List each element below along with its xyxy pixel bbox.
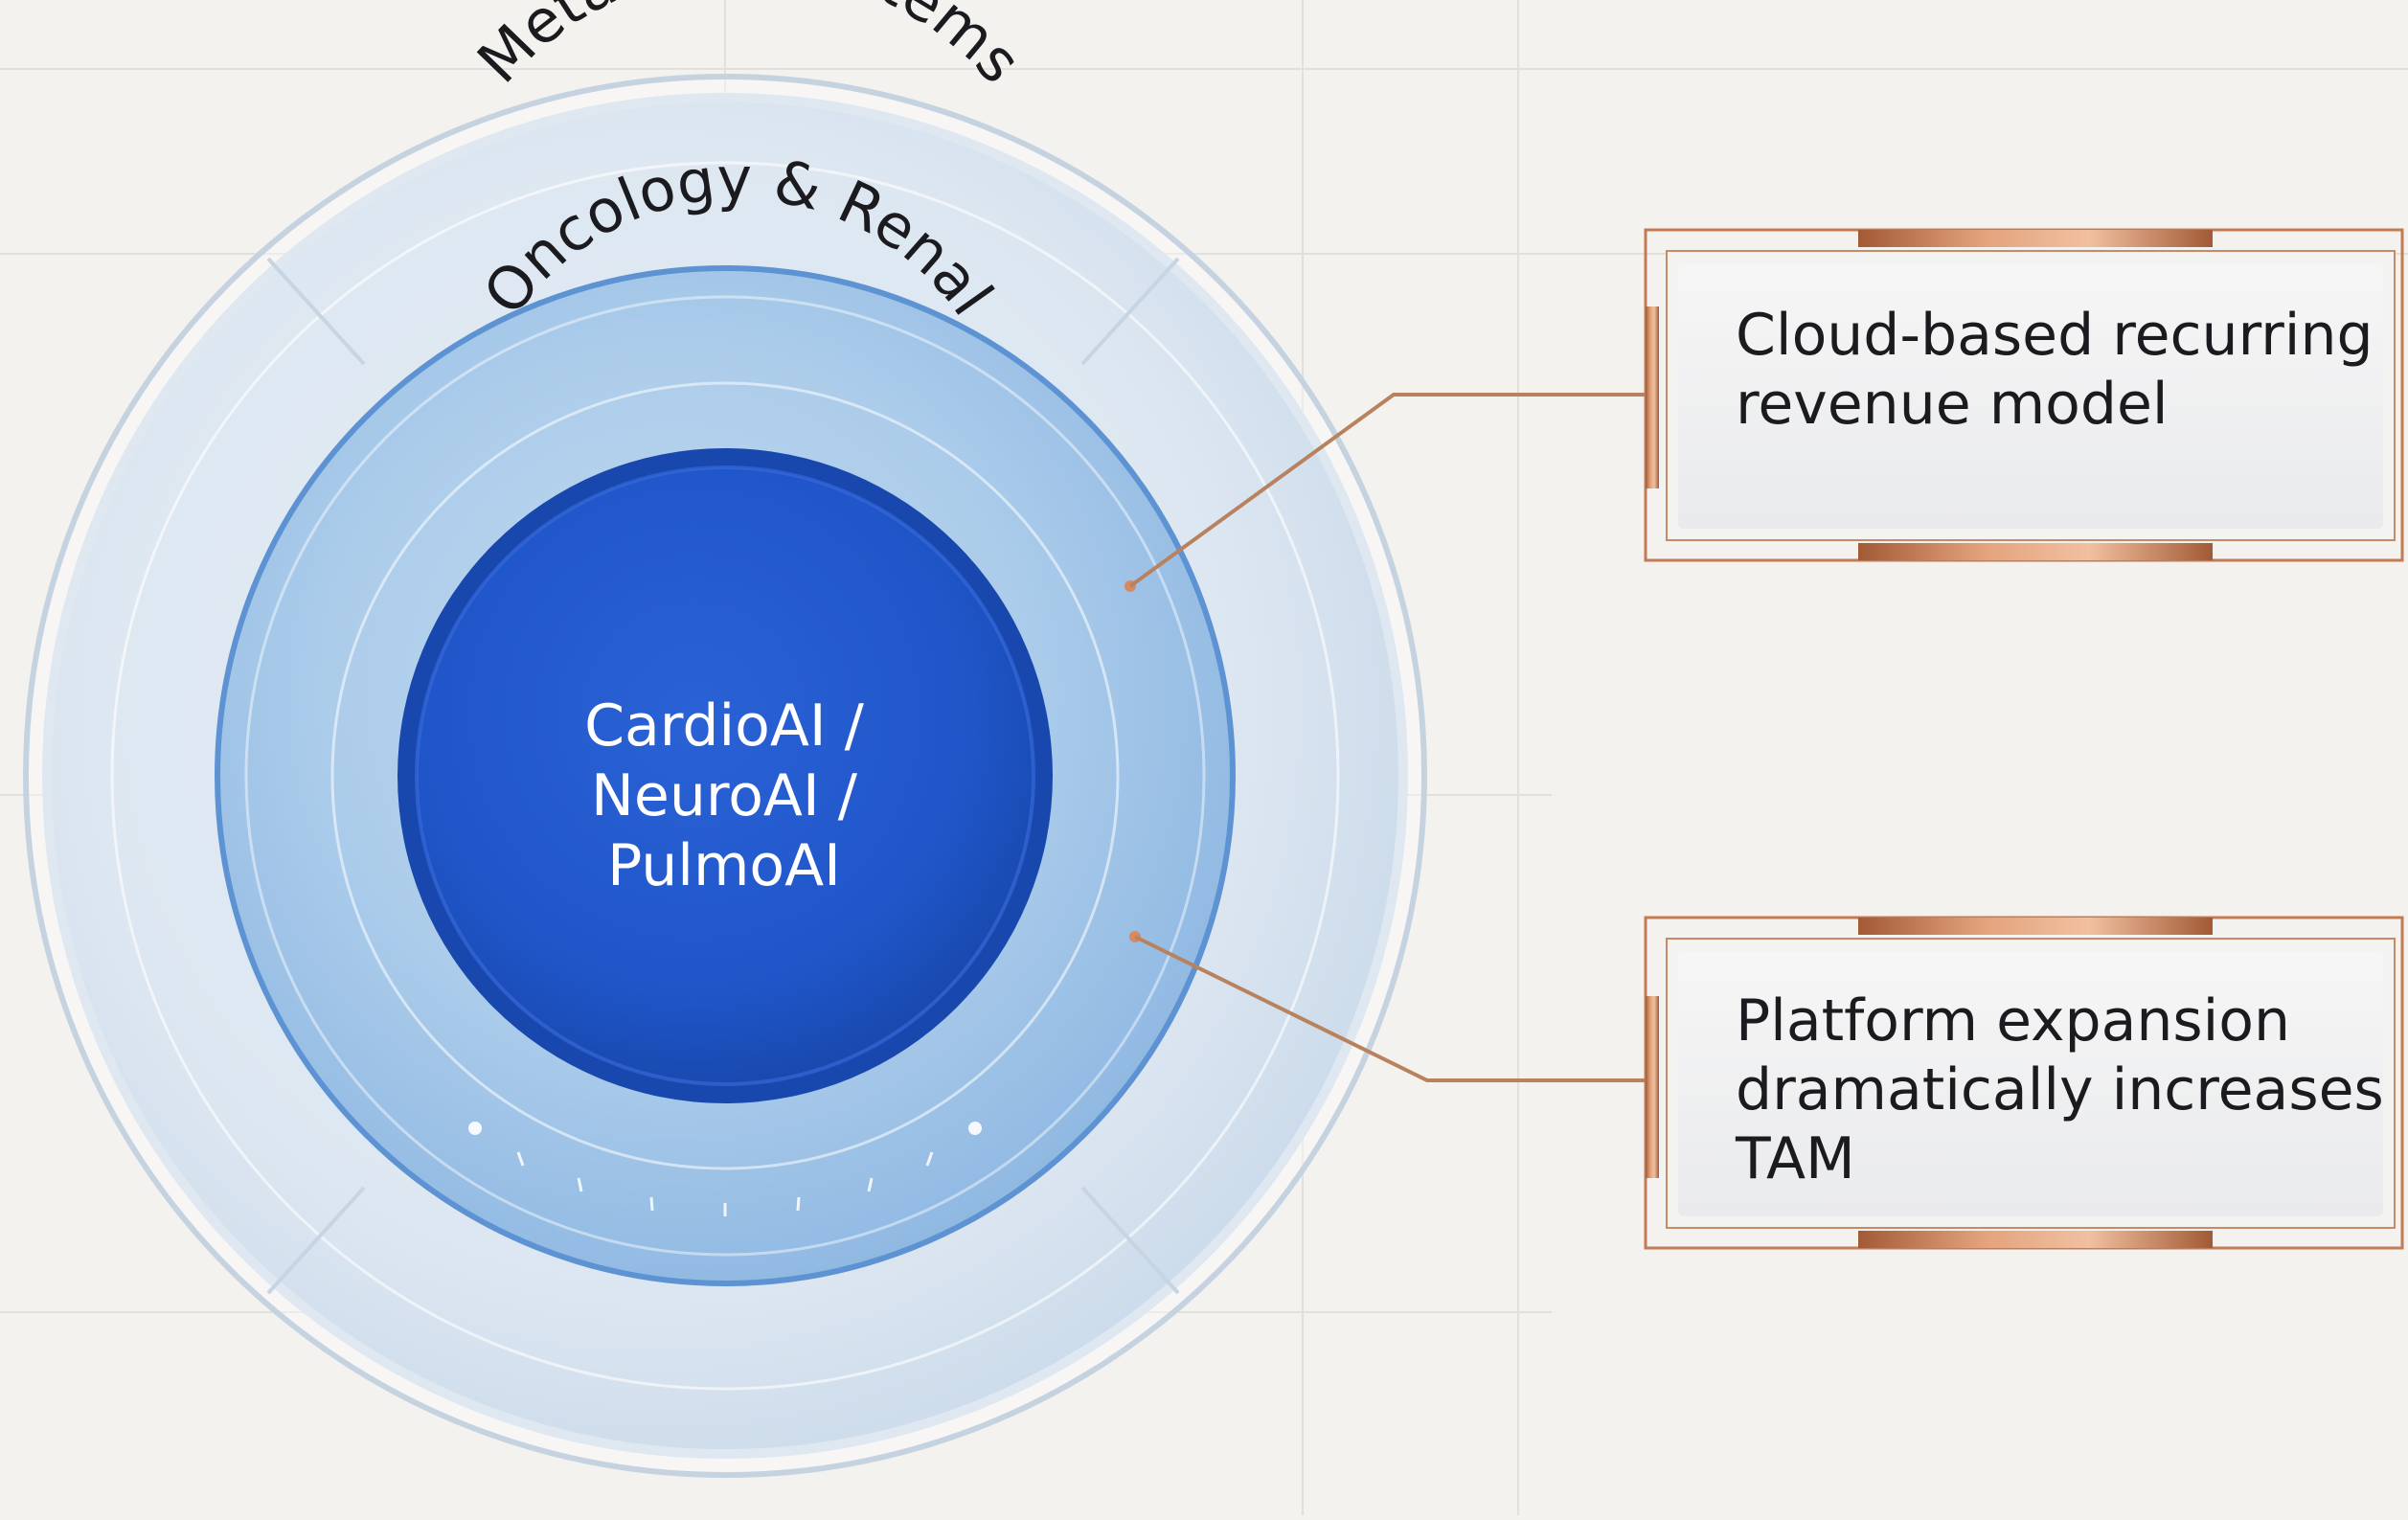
core-circle [398,448,1053,1103]
connector-lines [1128,393,1646,1082]
callout-2-line-2: dramatically increases [1736,1056,2384,1123]
callout-1-line-2: revenue model [1736,371,2169,438]
callout-2-line-1: Platform expansion [1736,987,2291,1055]
core-label-line-1: CardioAI / [584,692,864,760]
callout-1-text: Cloud-based recurring revenue model [1736,301,2374,439]
callout-1-line-1: Cloud-based recurring [1736,302,2374,369]
callout-box-2 [1644,916,2404,1250]
core-label-line-3: PulmoAI [607,832,841,899]
core-label-line-2: NeuroAI / [591,762,857,829]
callout-box-1 [1644,228,2404,562]
callout-2-text: Platform expansion dramatically increase… [1736,987,2384,1193]
callout-2-line-3: TAM [1736,1125,1855,1192]
